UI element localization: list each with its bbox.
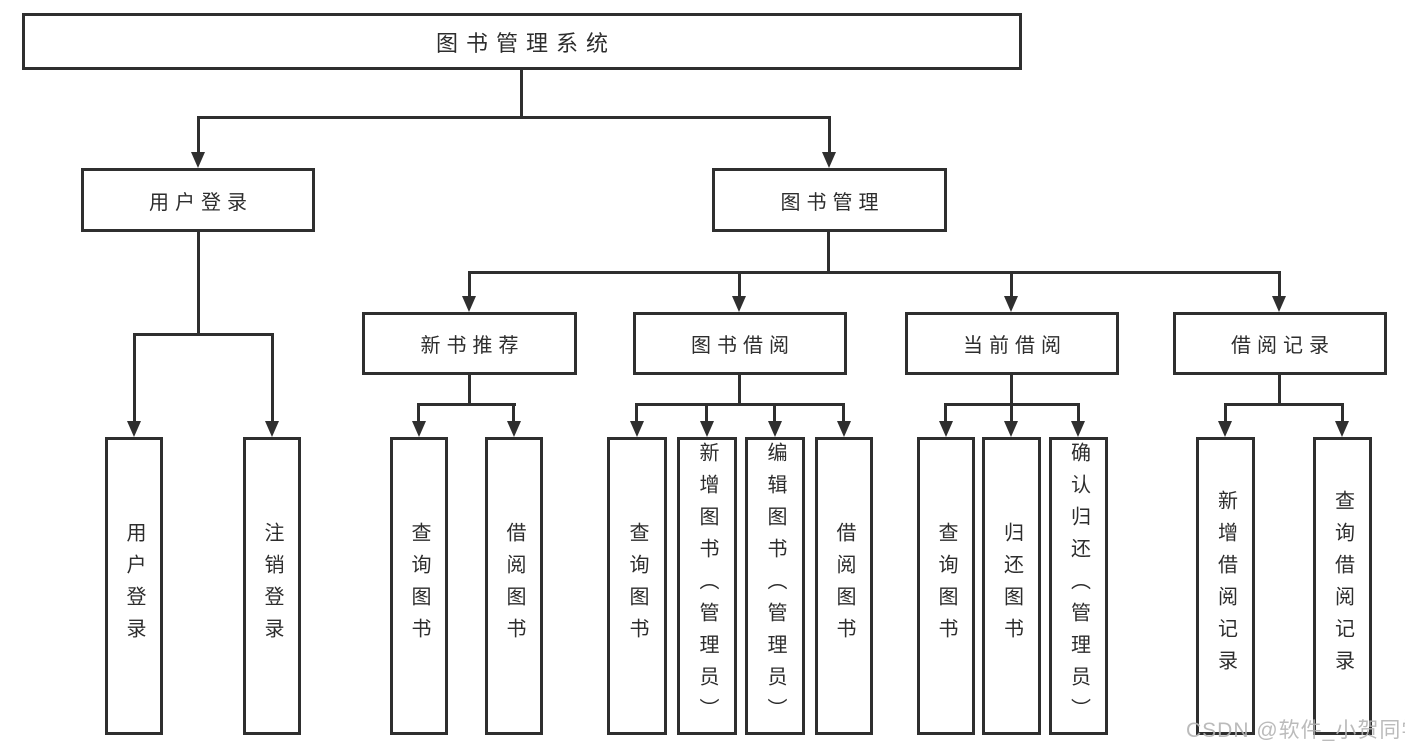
arrowhead <box>1004 421 1018 437</box>
connector-records-hbar <box>1224 403 1344 406</box>
leaf-current-query-books: 查询图书 <box>917 437 975 735</box>
node-book-management: 图书管理 <box>712 168 947 232</box>
node-root-library-system: 图书管理系统 <box>22 13 1022 70</box>
node-label: 当前借阅 <box>963 335 1067 357</box>
connector-level2-hbar <box>197 116 831 119</box>
arrowhead <box>837 421 851 437</box>
connector-level2-shaft-left <box>197 116 200 154</box>
csdn-watermark: CSDN @软件_小贺同学 <box>1186 719 1405 742</box>
connector-level3-hbar <box>469 271 1281 274</box>
node-label: 图书管理系统 <box>435 30 616 56</box>
leaf-newbook-query-books: 查询图书 <box>390 437 448 735</box>
connector-borrow-hbar <box>635 403 845 406</box>
arrowhead <box>822 152 836 168</box>
leaf-current-return-books: 归还图书 <box>982 437 1041 735</box>
arrowhead <box>191 152 205 168</box>
connector-level2-shaft-right <box>828 116 831 154</box>
arrowhead <box>265 421 279 437</box>
node-label: 借阅记录 <box>1231 335 1335 357</box>
connector-level3-shaft-1 <box>468 271 471 298</box>
node-label: 查询图书 <box>626 522 648 650</box>
arrowhead <box>127 421 141 437</box>
node-label: 编辑图书（管理员） <box>764 442 786 730</box>
connector-level3-shaft-3 <box>1010 271 1013 298</box>
arrowhead <box>939 421 953 437</box>
leaf-records-query-record: 查询借阅记录 <box>1313 437 1372 735</box>
node-label: 查询借阅记录 <box>1331 490 1354 682</box>
node-label: 查询图书 <box>408 522 430 650</box>
connector-current-stub <box>1010 373 1013 406</box>
leaf-user-login: 用户登录 <box>105 437 163 735</box>
arrowhead <box>732 296 746 312</box>
connector-root-stub <box>520 69 523 118</box>
arrowhead <box>1335 421 1349 437</box>
arrowhead <box>700 421 714 437</box>
node-label: 新书推荐 <box>420 335 525 357</box>
node-label: 图书管理 <box>780 191 885 214</box>
arrowhead <box>1071 421 1085 437</box>
connector-borrow-shaft-1 <box>635 403 638 423</box>
connector-login-shaft-1 <box>133 333 136 423</box>
connector-borrow-stub <box>738 373 741 406</box>
connector-borrow-shaft-2 <box>705 403 708 423</box>
arrowhead <box>462 296 476 312</box>
arrowhead <box>1004 296 1018 312</box>
connector-records-shaft-1 <box>1224 403 1227 423</box>
node-user-login: 用户登录 <box>81 168 315 232</box>
node-borrowing-records: 借阅记录 <box>1173 312 1387 375</box>
node-label: 新增图书（管理员） <box>696 442 718 730</box>
node-book-borrowing: 图书借阅 <box>633 312 847 375</box>
node-new-book-recommend: 新书推荐 <box>362 312 577 375</box>
connector-records-shaft-2 <box>1341 403 1344 423</box>
leaf-logout: 注销登录 <box>243 437 301 735</box>
connector-login-stub <box>197 230 200 336</box>
leaf-current-confirm-return-admin: 确认归还（管理员） <box>1049 437 1108 735</box>
node-label: 确认归还（管理员） <box>1067 442 1090 730</box>
node-label: 查询图书 <box>935 522 957 650</box>
node-label: 借阅图书 <box>833 522 855 650</box>
arrowhead <box>1272 296 1286 312</box>
connector-mgmt-stub <box>827 230 830 274</box>
connector-borrow-shaft-3 <box>773 403 776 423</box>
connector-current-shaft-3 <box>1077 403 1080 423</box>
connector-borrow-shaft-4 <box>842 403 845 423</box>
connector-login-shaft-2 <box>271 333 274 423</box>
arrowhead <box>412 421 426 437</box>
node-label: 用户登录 <box>123 522 145 650</box>
node-label: 图书借阅 <box>691 335 795 357</box>
connector-current-shaft-1 <box>944 403 947 423</box>
connector-newbook-shaft-1 <box>417 403 420 423</box>
node-label: 归还图书 <box>1000 522 1023 650</box>
node-label: 借阅图书 <box>503 522 525 650</box>
connector-level3-shaft-2 <box>738 271 741 298</box>
leaf-borrow-edit-books-admin: 编辑图书（管理员） <box>745 437 805 735</box>
connector-current-shaft-2 <box>1010 403 1013 423</box>
leaf-borrow-add-books-admin: 新增图书（管理员） <box>677 437 737 735</box>
connector-newbook-shaft-2 <box>512 403 515 423</box>
connector-records-stub <box>1278 373 1281 406</box>
node-current-borrowing: 当前借阅 <box>905 312 1119 375</box>
arrowhead <box>768 421 782 437</box>
arrowhead <box>630 421 644 437</box>
leaf-borrow-borrow-books: 借阅图书 <box>815 437 873 735</box>
arrowhead <box>1218 421 1232 437</box>
leaf-records-add-record: 新增借阅记录 <box>1196 437 1255 735</box>
node-label: 注销登录 <box>261 522 283 650</box>
connector-newbook-stub <box>468 373 471 406</box>
connector-login-hbar <box>133 333 274 336</box>
node-label: 新增借阅记录 <box>1214 490 1237 682</box>
leaf-newbook-borrow-books: 借阅图书 <box>485 437 543 735</box>
arrowhead <box>507 421 521 437</box>
leaf-borrow-query-books: 查询图书 <box>607 437 667 735</box>
connector-level3-shaft-4 <box>1278 271 1281 298</box>
connector-newbook-hbar <box>417 403 516 406</box>
node-label: 用户登录 <box>149 191 253 214</box>
